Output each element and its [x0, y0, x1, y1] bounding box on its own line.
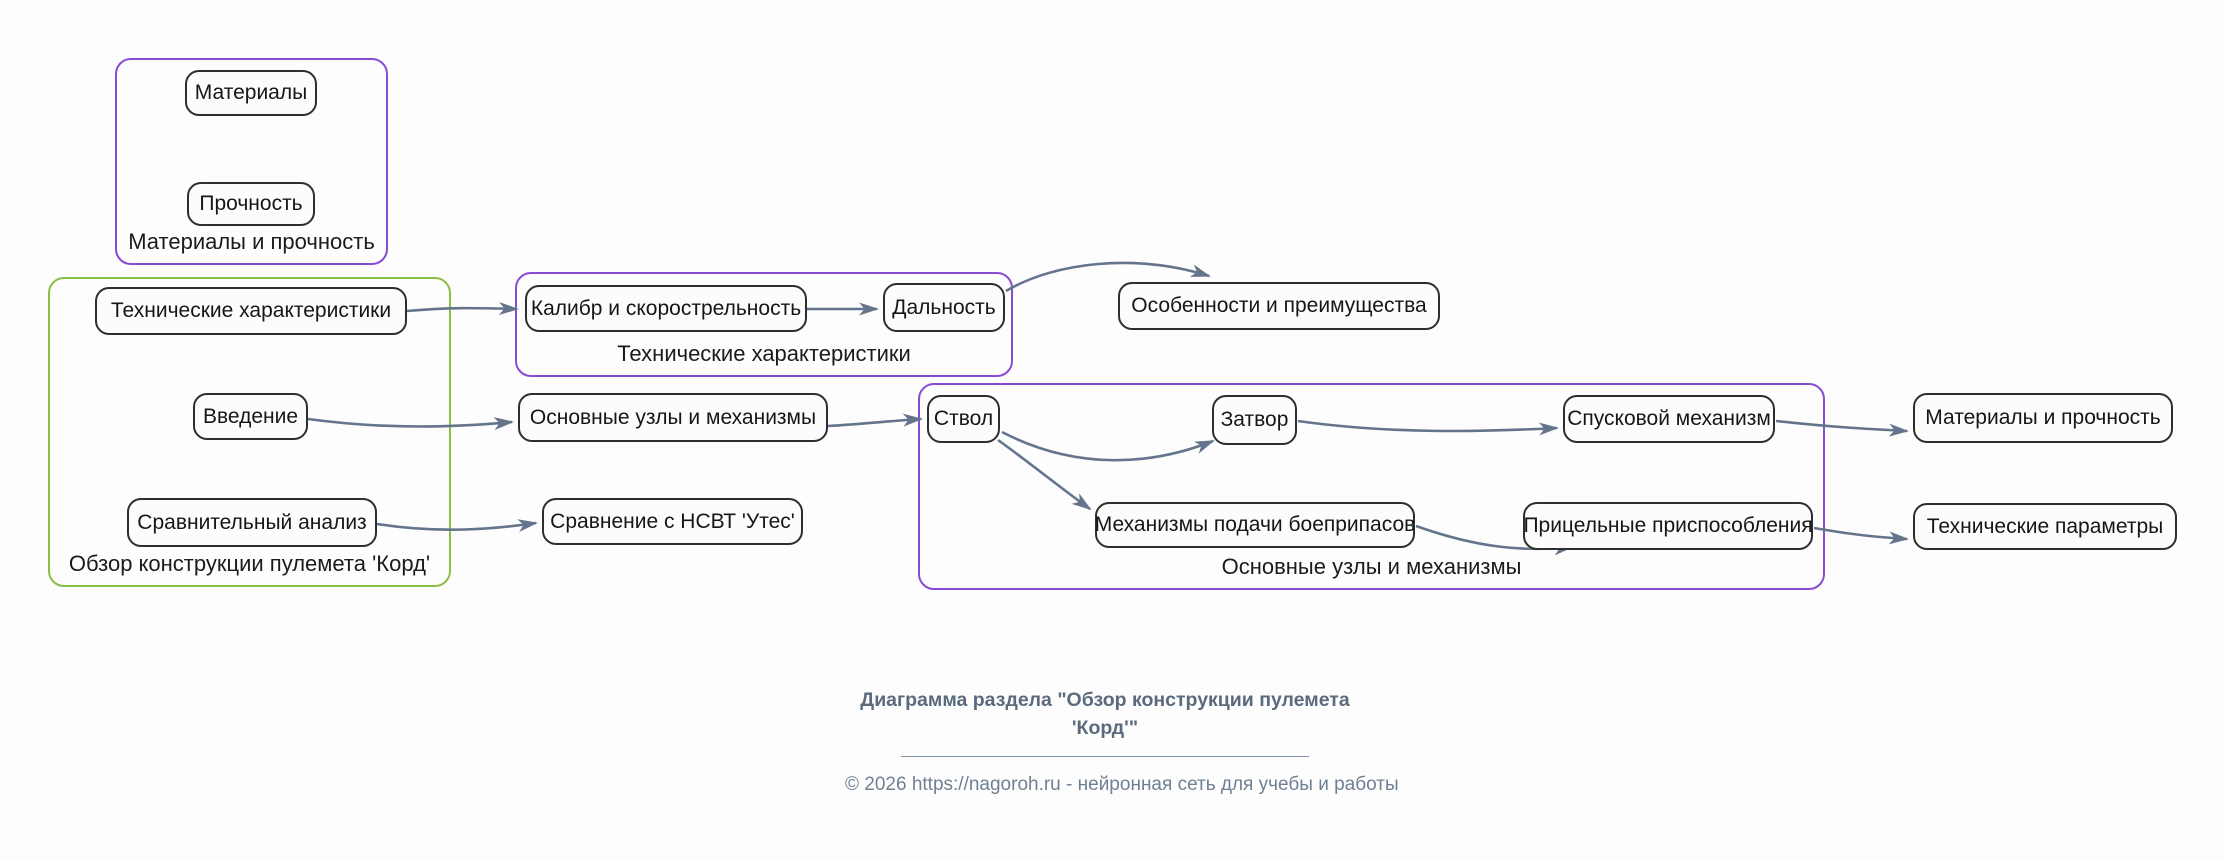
group-label: Материалы и прочность: [128, 229, 375, 254]
node-materialy: Материалы: [185, 70, 317, 116]
footer-title: Диаграмма раздела "Обзор конструкции пул…: [860, 689, 1350, 740]
edge-pritselnye-prisposobleniya-to-tekhnicheskie-parametry: [1813, 526, 1909, 545]
group-obzor-konstruktsii-pulemeta-kord-group: Обзор конструкции пулемета 'Корд': [48, 277, 451, 587]
footer: Диаграмма раздела "Обзор конструкции пул…: [845, 686, 1399, 796]
group-tekhnicheskie-kharakteristiki-group: Технические характеристики: [515, 272, 1013, 377]
node-mekhanizmy-podachi-boepripasov: Механизмы подачи боеприпасов: [1095, 502, 1415, 548]
group-materialy-i-prochnost-group: Материалы и прочность: [115, 58, 388, 265]
node-sravnenie-s-nsvt-utes: Сравнение с НСВТ 'Утес': [542, 498, 803, 545]
node-pritselnye-prisposobleniya: Прицельные приспособления: [1523, 502, 1813, 550]
node-osnovnye-uzly-i-mekhanizmy: Основные узлы и механизмы: [518, 393, 828, 442]
node-osobennosti-i-preimushchestva: Особенности и преимущества: [1118, 282, 1440, 330]
group-label: Обзор конструкции пулемета 'Корд': [68, 551, 431, 576]
node-zatvor: Затвор: [1212, 395, 1297, 445]
node-stvol: Ствол: [927, 395, 1000, 443]
footer-divider: [901, 755, 1309, 757]
group-label: Технические характеристики: [617, 341, 911, 366]
edge-osnovnye-uzly-i-mekhanizmy-to-stvol: [827, 413, 923, 428]
node-sravnitelnyy-analiz: Сравнительный анализ: [127, 498, 377, 547]
node-tekhnicheskie-parametry: Технические параметры: [1913, 503, 2177, 550]
node-vvedenie: Введение: [193, 393, 308, 440]
group-osnovnye-uzly-i-mekhanizmy-group: Основные узлы и механизмы: [918, 383, 1825, 590]
node-materialy-i-prochnost: Материалы и прочность: [1913, 393, 2173, 443]
node-tekhnicheskie-kharakteristiki: Технические характеристики: [95, 287, 407, 335]
node-spuskovoy-mekhanizm: Спусковой механизм: [1563, 395, 1775, 443]
node-prochnost: Прочность: [187, 182, 315, 226]
group-label: Основные узлы и механизмы: [1221, 554, 1522, 579]
footer-copyright: © 2026 https://nagoroh.ru - нейронная се…: [845, 773, 1399, 795]
node-dalnost: Дальность: [883, 283, 1005, 332]
node-kalibr-i-skorostrelnost: Калибр и скорострельность: [525, 285, 807, 332]
